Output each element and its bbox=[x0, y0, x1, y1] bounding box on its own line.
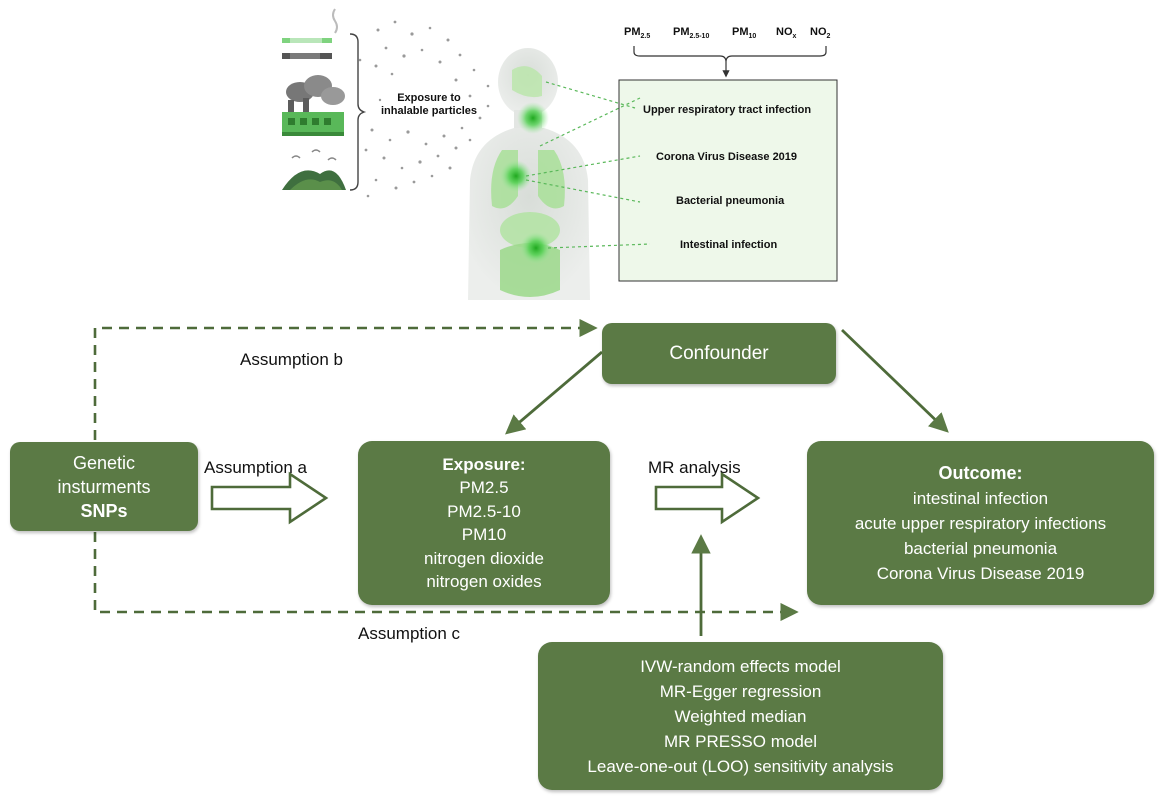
assumption-c-path bbox=[93, 532, 799, 622]
genetic-snps: SNPs bbox=[80, 500, 128, 521]
pollutant-bracket bbox=[633, 46, 827, 63]
landfill-icon bbox=[282, 149, 346, 190]
glow-lungs bbox=[500, 160, 532, 192]
assumption-a-block-arrow bbox=[210, 471, 329, 525]
exposure-label-line2: inhalable particles bbox=[381, 105, 477, 117]
exposure-particles-label: Exposure to inhalable particles bbox=[368, 92, 490, 118]
confounder-to-exposure bbox=[505, 350, 603, 435]
factory-icon bbox=[282, 75, 345, 136]
disease-bacterial-pneumonia: Bacterial pneumonia bbox=[676, 195, 785, 207]
genetic-line2: insturments bbox=[57, 476, 151, 497]
method-item: MR PRESSO model bbox=[663, 731, 818, 751]
cigarette-icon bbox=[282, 8, 338, 59]
disease-covid19: Corona Virus Disease 2019 bbox=[656, 151, 798, 163]
assumption-a-label: Assumption a bbox=[204, 458, 307, 477]
glow-intestine bbox=[520, 232, 552, 264]
disease-intestinal-infection: Intestinal infection bbox=[680, 239, 778, 251]
outcome-item: intestinal infection bbox=[912, 488, 1049, 508]
exposure-item: PM10 bbox=[461, 525, 507, 544]
exposure-box: Exposure: PM2.5 PM2.5-10 PM10 nitrogen d… bbox=[358, 441, 610, 605]
exposure-item: nitrogen dioxide bbox=[423, 548, 545, 568]
pollutant-pm10: PM10 bbox=[732, 26, 757, 41]
glow-upper-airway bbox=[517, 102, 549, 134]
disease-upper-respiratory: Upper respiratory tract infection bbox=[643, 104, 812, 116]
exposure-title: Exposure: bbox=[442, 454, 526, 474]
genetic-instruments-box: Genetic insturments SNPs bbox=[10, 442, 198, 531]
method-item: IVW-random effects model bbox=[640, 656, 841, 676]
particle-cloud bbox=[358, 20, 490, 198]
outcome-box: Outcome: intestinal infection acute uppe… bbox=[807, 441, 1154, 605]
assumption-b-path bbox=[93, 318, 598, 440]
methods-box: IVW-random effects model MR-Egger regres… bbox=[538, 642, 943, 790]
exposure-label-line1: Exposure to bbox=[397, 92, 461, 104]
method-item: Leave-one-out (LOO) sensitivity analysis bbox=[587, 756, 894, 776]
confounder-to-outcome bbox=[841, 328, 949, 433]
exposure-item: PM2.5 bbox=[459, 478, 509, 497]
disease-panel bbox=[618, 79, 838, 282]
assumption-b-label: Assumption b bbox=[240, 350, 343, 369]
mr-analysis-block-arrow bbox=[654, 471, 761, 525]
method-item: MR-Egger regression bbox=[659, 681, 822, 701]
pollutant-no2: NO2 bbox=[810, 26, 831, 41]
assumption-c-label: Assumption c bbox=[358, 624, 461, 643]
confounder-label: Confounder bbox=[669, 342, 769, 364]
outcome-item: acute upper respiratory infections bbox=[854, 513, 1107, 533]
outcome-title: Outcome: bbox=[938, 462, 1023, 483]
outcome-item: Corona Virus Disease 2019 bbox=[876, 563, 1085, 583]
method-item: Weighted median bbox=[674, 706, 807, 726]
pollutant-pm25: PM2.5 bbox=[624, 26, 651, 41]
outcome-item: bacterial pneumonia bbox=[903, 538, 1058, 558]
genetic-line1: Genetic bbox=[72, 452, 136, 473]
organ-leaders bbox=[525, 81, 651, 249]
pollutant-pm25-10: PM2.5-10 bbox=[673, 26, 710, 41]
confounder-box: Confounder bbox=[602, 323, 836, 384]
exposure-item: PM2.5-10 bbox=[447, 501, 521, 521]
pollutant-nox: NOx bbox=[776, 26, 797, 41]
mr-analysis-label: MR analysis bbox=[648, 458, 741, 477]
source-bracket bbox=[349, 33, 367, 191]
exposure-item: nitrogen oxides bbox=[426, 572, 542, 591]
